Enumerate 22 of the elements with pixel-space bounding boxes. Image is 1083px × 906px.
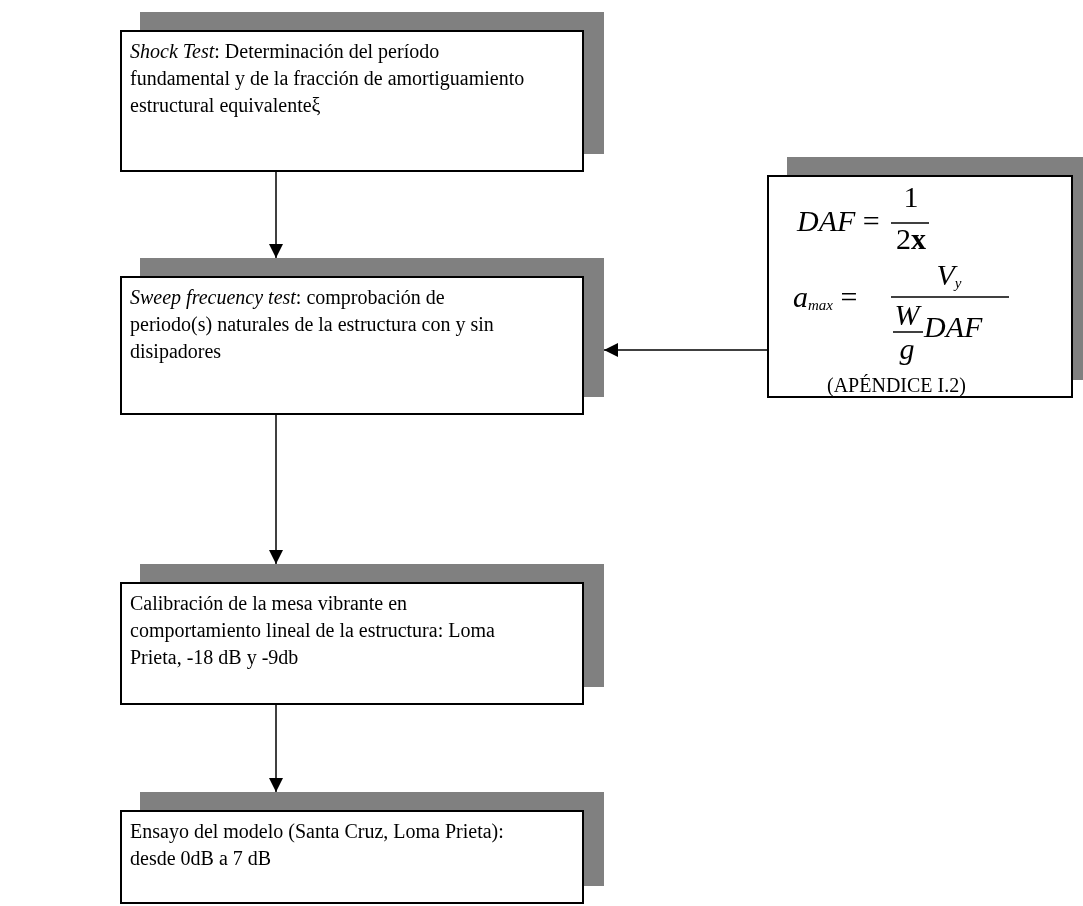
formula-term: 1 — [902, 183, 920, 211]
process-box — [120, 258, 604, 415]
formula-term: DAF — [924, 313, 983, 341]
step-text: Calibración de la mesa vibrante en comportamiento lineal de la estructura: Loma Prieta, -18 dB y -9db — [130, 591, 496, 671]
formula-term: DAF = — [797, 207, 880, 235]
formula-box — [767, 157, 1083, 398]
formula-term: g — [898, 335, 916, 363]
process-box — [120, 792, 604, 904]
reference-note: (APÉNDICE I.2) — [827, 373, 966, 398]
arrow — [269, 414, 283, 565]
formula-term: 2x — [895, 225, 927, 253]
formula-term: a$_{max}$ = — [793, 283, 858, 315]
arrow — [269, 704, 283, 793]
arrow — [603, 343, 768, 357]
formula-term: W — [893, 301, 923, 329]
step-text: Sweep frecuency test: comprobación de periodo(s) naturales de la estructura con y sin disipadores — [130, 285, 495, 365]
step-text: Ensayo del modelo (Santa Cruz, Loma Prieta): desde 0dB a 7 dB — [130, 819, 505, 871]
formula-term: V$_{y}$ — [935, 261, 963, 293]
arrow — [269, 171, 283, 259]
step-text: Shock Test: Determinación del período fundamental y de la fracción de amortiguamiento estructural equivalenteξ — [130, 39, 525, 119]
process-box — [120, 564, 604, 705]
process-box — [120, 12, 604, 172]
